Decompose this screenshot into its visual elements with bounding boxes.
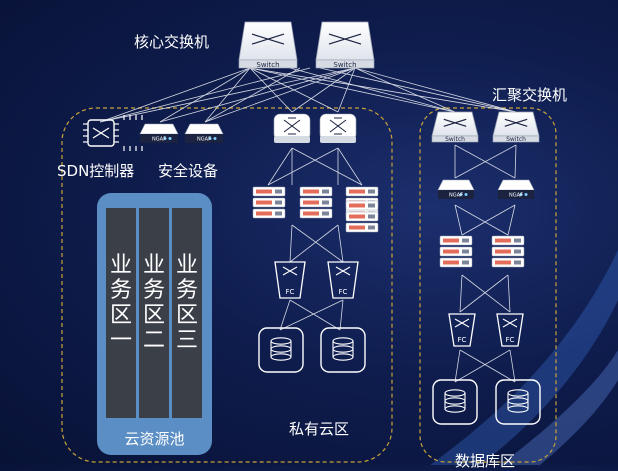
switch-text: Switch: [445, 136, 465, 143]
cloud-pool-label: 云资源池: [124, 430, 185, 448]
db-server-rack-1: [439, 235, 473, 268]
private-switch-1: [273, 113, 311, 143]
fc-text: FC: [506, 336, 515, 344]
db-server-rack-2: [491, 235, 525, 268]
db-fc-switch-1: FC: [448, 313, 476, 347]
database-boundary: [419, 107, 557, 463]
server-rack-4: [345, 200, 379, 233]
security-device-label: 安全设备: [158, 162, 219, 180]
database-firewall-2: NGAF: [497, 179, 535, 199]
server-rack-1: [252, 186, 286, 219]
storage-1: [258, 327, 304, 373]
cloud-resource-pool: 业务区一 业务区二 业务区三 云资源池: [97, 193, 212, 455]
business-zone-1: 业务区一: [106, 208, 136, 418]
server-rack-2: [299, 186, 333, 219]
ngaf-text: NGAF: [509, 193, 523, 199]
fc-switch-1: FC: [274, 261, 306, 299]
business-zone-3: 业务区三: [172, 208, 202, 418]
core-switch-label: 核心交换机: [134, 33, 210, 51]
switch-arrows-icon: [328, 33, 362, 45]
core-switch-2: Switch: [315, 21, 375, 69]
database-2: [495, 379, 541, 425]
aggregation-switch-2: Switch: [492, 111, 540, 143]
switch-arrows-icon: [443, 118, 467, 127]
ngaf-text: NGAF: [197, 137, 211, 143]
security-device-2: NGAF: [184, 123, 224, 143]
business-zone-2: 业务区二: [139, 208, 169, 418]
database-firewall-1: NGAF: [437, 179, 475, 199]
switch-text: Switch: [256, 61, 279, 69]
storage-2: [320, 327, 366, 373]
fc-text: FC: [286, 288, 295, 296]
sdn-controller-chip-icon: [83, 115, 143, 151]
fc-text: FC: [339, 288, 348, 296]
switch-arrows-icon: [251, 33, 285, 45]
aggregation-switch-1: Switch: [431, 111, 479, 143]
fc-switch-2: FC: [327, 261, 359, 299]
ngaf-text: NGAF: [152, 137, 166, 143]
switch-text: Switch: [333, 61, 356, 69]
aggregation-switch-label: 汇聚交换机: [492, 86, 568, 104]
fc-text: FC: [458, 336, 467, 344]
private-cloud-boundary: [61, 107, 393, 463]
ngaf-text: NGAF: [449, 193, 463, 199]
core-switch-1: Switch: [238, 21, 298, 69]
private-cloud-label: 私有云区: [289, 420, 350, 438]
sdn-controller-label: SDN控制器: [57, 162, 135, 180]
db-fc-switch-2: FC: [496, 313, 524, 347]
database-1: [432, 379, 478, 425]
switch-text: Switch: [506, 136, 526, 143]
database-zone-label: 数据库区: [455, 452, 516, 470]
switch-arrows-icon: [504, 118, 528, 127]
security-device-1: NGAF: [139, 123, 179, 143]
private-switch-2: [319, 113, 357, 143]
